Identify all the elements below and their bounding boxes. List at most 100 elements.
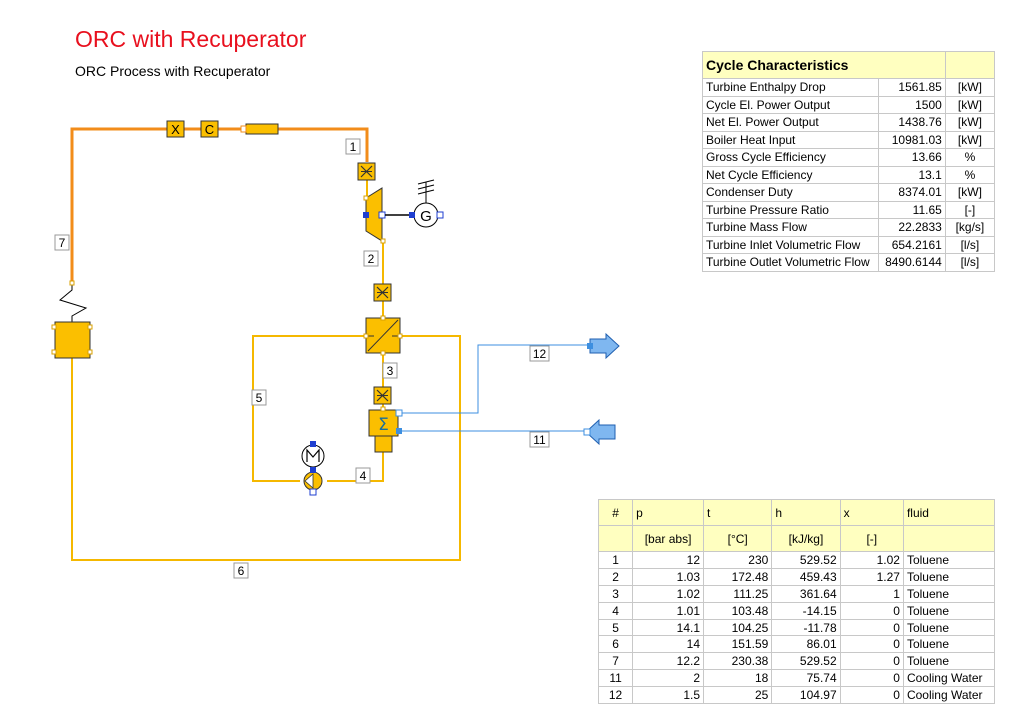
state-h: 104.97 [771,686,841,705]
state-p: 1.5 [632,686,705,705]
state-x: 0 [839,601,904,620]
page-subtitle: ORC Process with Recuperator [75,63,271,79]
state-t: 151.59 [703,635,773,654]
generator-icon[interactable]: G [409,179,444,228]
state-unit [902,525,996,552]
cycle-value: 654.2161 [877,235,946,254]
state-p: 12.2 [632,652,705,671]
state-fluid: Toluene [902,567,996,586]
pipe-label-1: 1 [345,138,361,155]
state-header: x [839,499,904,526]
cycle-label: Turbine Enthalpy Drop [702,78,879,97]
state-t: 103.48 [703,601,773,620]
svg-text:C: C [205,122,214,137]
valve-x-icon[interactable]: X [166,120,185,138]
cycle-characteristics-table: Cycle Characteristics Turbine Enthalpy D… [702,51,996,272]
cycle-label: Turbine Inlet Volumetric Flow [702,235,879,254]
state-fluid: Cooling Water [902,686,996,705]
state-h: 361.64 [771,584,841,603]
state-header: h [771,499,841,526]
state-p: 14.1 [632,618,705,637]
pipe-segment-icon[interactable] [245,123,279,135]
state-t: 111.25 [703,584,773,603]
state-h: 529.52 [771,652,841,671]
svg-text:4: 4 [360,469,367,483]
condenser-icon[interactable]: Σ [368,406,403,453]
state-x: 1.27 [839,567,904,586]
state-header: t [703,499,773,526]
pipe-label-7: 7 [54,234,70,251]
state-p: 1.03 [632,567,705,586]
throttle-valve-1-icon[interactable] [357,162,376,181]
cycle-unit: [kW] [944,95,996,114]
cycle-value: 1438.76 [877,113,946,132]
pipe-5 [252,335,366,482]
valve-c-icon[interactable]: C [200,120,219,138]
cycle-unit: [kW] [944,113,996,132]
pipe-6-loop [71,335,461,561]
state-fluid: Toluene [902,584,996,603]
boiler-icon[interactable] [51,280,93,359]
state-fluid: Toluene [902,652,996,671]
state-h: 459.43 [771,567,841,586]
cooling-water-inlet-arrow-icon[interactable] [583,418,616,446]
page-title: ORC with Recuperator [75,26,307,52]
svg-text:Σ: Σ [378,415,389,435]
state-t: 172.48 [703,567,773,586]
state-h: 529.52 [771,551,841,569]
cycle-characteristics-title-blank [944,51,996,79]
state-p: 1.02 [632,584,705,603]
cycle-value: 13.1 [877,165,946,184]
state-p: 14 [632,635,705,654]
pipe-label-4: 4 [355,467,371,484]
cycle-label: Net El. Power Output [702,113,879,132]
cycle-value: 13.66 [877,148,946,167]
state-unit: [bar abs] [632,525,705,552]
state-n: 2 [597,567,634,586]
state-x: 0 [839,635,904,654]
cycle-characteristics-title: Cycle Characteristics [702,51,946,79]
pipe-7-orange [70,127,369,284]
state-t: 25 [703,686,773,705]
cycle-unit: [kg/s] [944,218,996,237]
state-t: 230 [703,551,773,569]
cycle-unit: [l/s] [944,253,996,272]
cycle-label: Turbine Pressure Ratio [702,200,879,219]
cycle-unit: [kW] [944,183,996,202]
state-fluid: Toluene [902,601,996,620]
state-x: 0 [839,669,904,688]
cycle-label: Turbine Mass Flow [702,218,879,237]
cooling-water-outlet-arrow-icon[interactable] [587,332,620,360]
throttle-valve-3-icon[interactable] [373,386,392,405]
pump-motor-icon[interactable] [301,441,325,496]
svg-text:3: 3 [387,364,394,378]
state-x: 1.02 [839,551,904,569]
state-n: 3 [597,584,634,603]
state-t: 230.38 [703,652,773,671]
cycle-unit: % [944,165,996,184]
cycle-unit: [kW] [944,130,996,149]
recuperator-icon[interactable] [363,315,403,356]
state-fluid: Cooling Water [902,669,996,688]
svg-text:11: 11 [533,433,546,447]
state-unit: [kJ/kg] [771,525,841,552]
throttle-valve-2-icon[interactable] [373,283,392,302]
turbine-icon[interactable] [363,187,386,244]
svg-text:2: 2 [368,252,375,266]
pipe-4 [327,452,384,482]
pipe-12 [400,344,590,414]
cycle-unit: % [944,148,996,167]
